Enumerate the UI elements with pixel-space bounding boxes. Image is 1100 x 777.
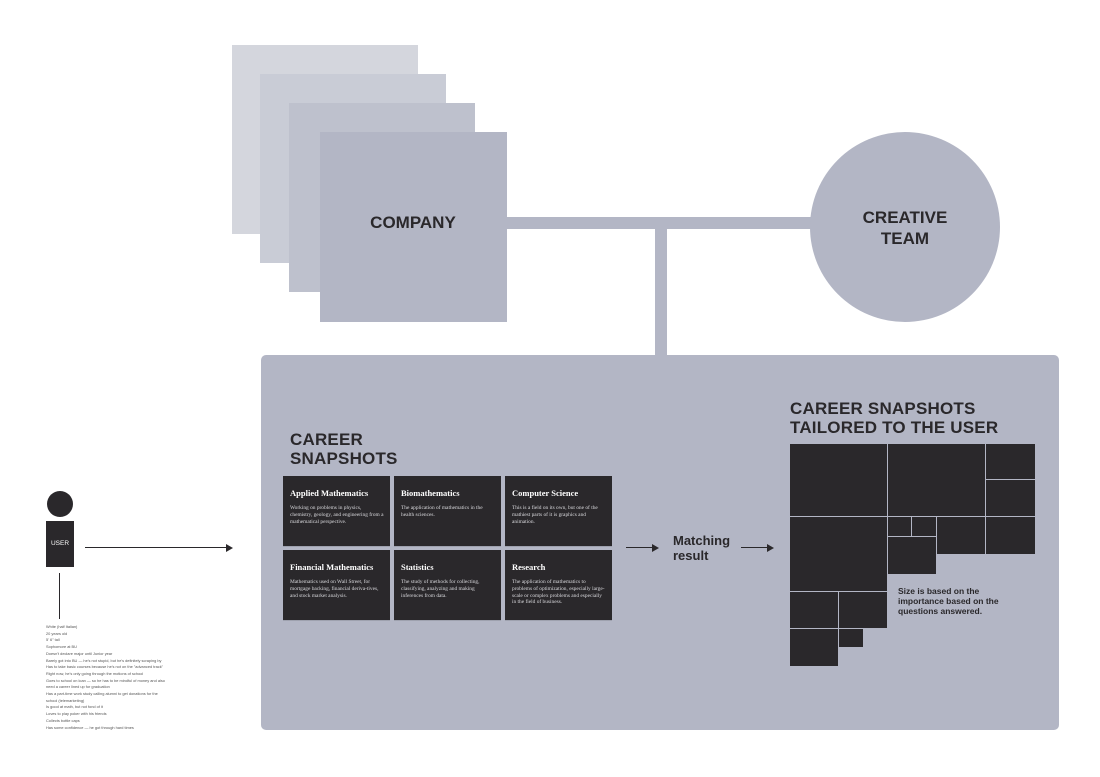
matching-label-line1: Matching [673, 533, 731, 548]
card-text: Working on problems in physics, chemistr… [290, 505, 384, 525]
persona-line: White (half Italian) [46, 624, 78, 629]
tailored-heading: CAREER SNAPSHOTS TAILORED TO THE USER [790, 399, 998, 437]
treemap-tile[interactable] [888, 537, 936, 574]
card-title: Financial Mathematics [290, 562, 374, 572]
card-text: The application of mathematics in the he… [401, 505, 483, 518]
treemap-tile[interactable] [986, 444, 1035, 479]
card-text: The application of mathematics to proble… [512, 579, 605, 606]
user-persona-list: White (half Italian) 20 years old 5' 6" … [46, 624, 165, 731]
user-label: USER [50, 540, 70, 547]
treemap-tile[interactable] [888, 517, 911, 536]
matching-result-label: Matching result [673, 533, 730, 563]
matching-label-line2: result [673, 548, 709, 563]
treemap-tile[interactable] [888, 444, 985, 516]
card-research[interactable]: Research The application of mathematics … [505, 550, 612, 620]
treemap-tile[interactable] [790, 444, 887, 516]
card-statistics[interactable]: Statistics The study of methods for coll… [394, 550, 501, 620]
company-label: COMPANY [370, 213, 456, 232]
company-team-connector [505, 217, 815, 229]
treemap-tile[interactable] [790, 517, 887, 591]
card-text: The study of methods for collecting, cla… [401, 579, 480, 599]
persona-line: Loves to play poker with his friends [46, 711, 107, 717]
treemap-size-note: Size is based on the importance based on… [898, 586, 999, 616]
arrow-to-matching-head [652, 544, 659, 552]
persona-line: Is good at math, but not fond of it [46, 704, 103, 710]
card-applied-mathematics[interactable]: Applied Mathematics Working on problems … [283, 476, 390, 546]
persona-line: Right now, he's only going through the m… [46, 670, 144, 676]
persona-line: Sophomore at BU [46, 644, 77, 650]
card-biomathematics[interactable]: Biomathematics The application of mathem… [394, 476, 501, 546]
vertical-connector [655, 228, 667, 358]
career-snapshots-heading: CAREER SNAPSHOTS [290, 430, 398, 468]
persona-line: Has a part-time work study calling alumn… [46, 691, 158, 697]
persona-line: Doesn't declare major until Junior year [46, 650, 113, 656]
treemap-tile[interactable] [839, 592, 887, 628]
treemap-tile[interactable] [986, 480, 1035, 516]
persona-line: Has to take basic courses because he's n… [46, 664, 164, 670]
persona-line: Goes to school on loan — so he has to be… [46, 677, 165, 683]
arrow-to-tailored-line [741, 547, 769, 548]
card-title: Biomathematics [401, 488, 460, 498]
card-title: Computer Science [512, 488, 579, 498]
persona-line: need a career lined up for graduation [46, 684, 110, 690]
card-financial-mathematics[interactable]: Financial Mathematics Mathematics used o… [283, 550, 390, 620]
card-title: Research [512, 562, 546, 572]
treemap-tile[interactable] [839, 629, 863, 647]
note-line3: questions answered. [898, 606, 983, 616]
creative-team-label: CREATIVE TEAM [810, 207, 1000, 249]
card-computer-science[interactable]: Computer Science This is a field on its … [505, 476, 612, 546]
arrow-to-panel-line [85, 547, 227, 548]
note-line2: importance based on the [898, 596, 999, 606]
career-snapshots-heading-line2: SNAPSHOTS [290, 449, 398, 468]
persona-line: Collects bottle caps [46, 717, 80, 723]
arrow-to-tailored-head [767, 544, 774, 552]
tailored-treemap [790, 444, 1036, 666]
card-text: Mathematics used on Wall Street, for mor… [290, 579, 379, 599]
career-snapshots-heading-line1: CAREER [290, 430, 363, 449]
persona-line: 20 years old [46, 630, 68, 636]
persona-line: 5' 6" tall [46, 637, 60, 643]
treemap-tile[interactable] [790, 629, 838, 666]
persona-line: Barely got into BU — he's not stupid, bu… [46, 657, 162, 663]
card-text: This is a field on its own, but one of t… [512, 505, 598, 525]
arrow-to-panel-head [226, 544, 233, 552]
user-body-icon[interactable]: USER [46, 521, 74, 567]
treemap-tile[interactable] [790, 592, 838, 628]
persona-line: school (telemarketing) [46, 697, 85, 703]
card-title: Applied Mathematics [290, 488, 369, 498]
user-persona-connector [59, 573, 60, 619]
card-title: Statistics [401, 562, 434, 572]
tailored-heading-line1: CAREER SNAPSHOTS [790, 399, 976, 418]
company-box [320, 132, 507, 322]
creative-team-label-line2: TEAM [880, 229, 930, 248]
persona-line: Has some confidence — he got through har… [46, 724, 134, 730]
creative-team-circle [810, 132, 1000, 322]
treemap-tile[interactable] [937, 517, 985, 554]
tailored-heading-line2: TAILORED TO THE USER [790, 418, 999, 437]
treemap-tile[interactable] [912, 517, 936, 536]
treemap-tile[interactable] [986, 517, 1035, 554]
note-line1: Size is based on the [898, 586, 980, 596]
creative-team-label-line1: CREATIVE [862, 208, 948, 227]
user-head-icon [47, 491, 73, 517]
arrow-to-matching-line [626, 547, 654, 548]
